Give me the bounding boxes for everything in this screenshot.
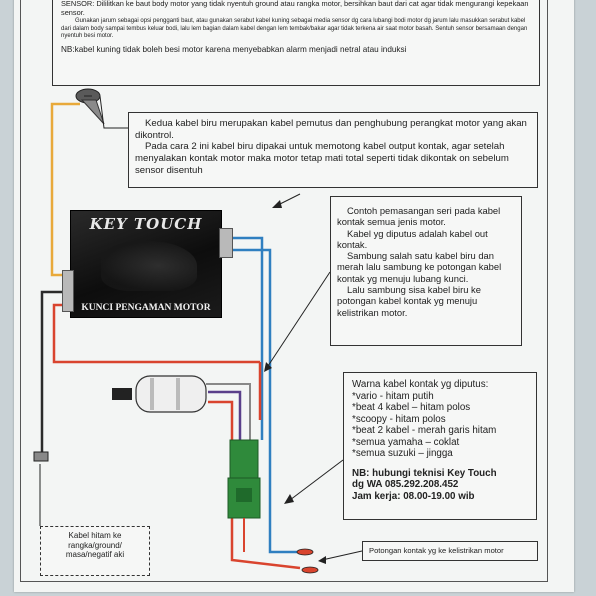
cut-contact-text: Potongan kontak yg ke kelistrikan motor bbox=[369, 546, 504, 555]
ignition-purple-wire bbox=[208, 390, 242, 440]
red-device-wire bbox=[52, 303, 260, 364]
device-logo: KEY TOUCH bbox=[89, 215, 203, 233]
list-item: *vario - hitam putih bbox=[352, 390, 434, 402]
sensor-nb: NB:kabel kuning tidak boleh besi motor k… bbox=[61, 44, 407, 54]
example-p2: Kabel yg diputus adalah kabel out kontak… bbox=[337, 227, 488, 250]
page-frame bbox=[20, 0, 548, 582]
arrow-to-sensor bbox=[99, 95, 128, 129]
sensor-info-box: SENSOR: Dililitkan ke baut body motor ya… bbox=[52, 0, 540, 86]
black-wire-info-box: Kabel hitam ke rangka/ground/ masa/negat… bbox=[40, 526, 150, 576]
wire-terminals-icon bbox=[296, 548, 319, 574]
wire-color-list: *vario - hitam putih *beat 4 kabel – hit… bbox=[352, 391, 528, 460]
blue-wire-p1: Kedua kabel biru merupakan kabel pemutus… bbox=[135, 118, 527, 141]
yellow-sensor-wire bbox=[50, 102, 80, 277]
blue-wire-1 bbox=[230, 236, 264, 440]
sensor-line-1: SENSOR: Dililitkan ke baut body motor ya… bbox=[61, 0, 529, 18]
arrow-contoh bbox=[267, 271, 331, 367]
blue-wire-2 bbox=[230, 248, 300, 554]
list-item: *beat 2 kabel - merah garis hitam bbox=[352, 425, 497, 437]
wire-color-title: Warna kabel kontak yg diputus: bbox=[352, 379, 489, 390]
list-item: *beat 4 kabel – hitam polos bbox=[352, 402, 471, 414]
device-left-connector bbox=[62, 270, 74, 312]
black-wire-text: Kabel hitam ke rangka/ground/ masa/negat… bbox=[65, 531, 125, 560]
list-item: *semua yamaha – coklat bbox=[352, 436, 460, 448]
green-connector-icon bbox=[227, 439, 261, 519]
device-right-connector bbox=[219, 228, 233, 258]
blue-wire-p2: Pada cara 2 ini kabel biru dipakai untuk… bbox=[135, 141, 509, 176]
contact-line-2: dg WA 085.292.208.452 bbox=[352, 479, 459, 491]
black-ground-wire bbox=[40, 290, 66, 454]
blue-wire-info-box: Kedua kabel biru merupakan kabel pemutus… bbox=[128, 112, 538, 188]
sensor-line-2: Gunakan jarum sebagai opsi pengganti bau… bbox=[61, 18, 528, 40]
contact-info: NB: hubungi teknisi Key Touch dg WA 085.… bbox=[352, 468, 528, 503]
list-item: *scoopy - hitam polos bbox=[352, 413, 446, 425]
list-item: *semua suzuki – jingga bbox=[352, 448, 453, 460]
ground-terminal bbox=[33, 451, 49, 462]
arrow-warna bbox=[289, 459, 344, 501]
ignition-switch-icon bbox=[112, 375, 207, 413]
example-p3: Sambung salah satu kabel biru dan merah … bbox=[337, 250, 502, 284]
example-info-box: Contoh pemasangan seri pada kabel kontak… bbox=[330, 196, 522, 346]
key-touch-device: KEY TOUCH KUNCI PENGAMAN MOTOR bbox=[70, 210, 222, 318]
sensor-pin-icon bbox=[75, 88, 105, 125]
cut-contact-info-box: Potongan kontak yg ke kelistrikan motor bbox=[362, 541, 538, 561]
arrow-potongan bbox=[321, 550, 363, 561]
example-p4: Lalu sambung sisa kabel biru ke potongan… bbox=[337, 283, 481, 318]
wire-color-info-box: Warna kabel kontak yg diputus: *vario - … bbox=[343, 372, 537, 520]
example-p1: Contoh pemasangan seri pada kabel kontak… bbox=[337, 205, 501, 228]
contact-line-3: Jam kerja: 08.00-19.00 wib bbox=[352, 490, 475, 502]
device-label: KUNCI PENGAMAN MOTOR bbox=[81, 303, 211, 313]
ignition-gray-wire bbox=[206, 383, 251, 440]
motorcycle-illustration bbox=[101, 241, 197, 291]
contact-line-1: NB: hubungi teknisi Key Touch bbox=[352, 467, 497, 479]
